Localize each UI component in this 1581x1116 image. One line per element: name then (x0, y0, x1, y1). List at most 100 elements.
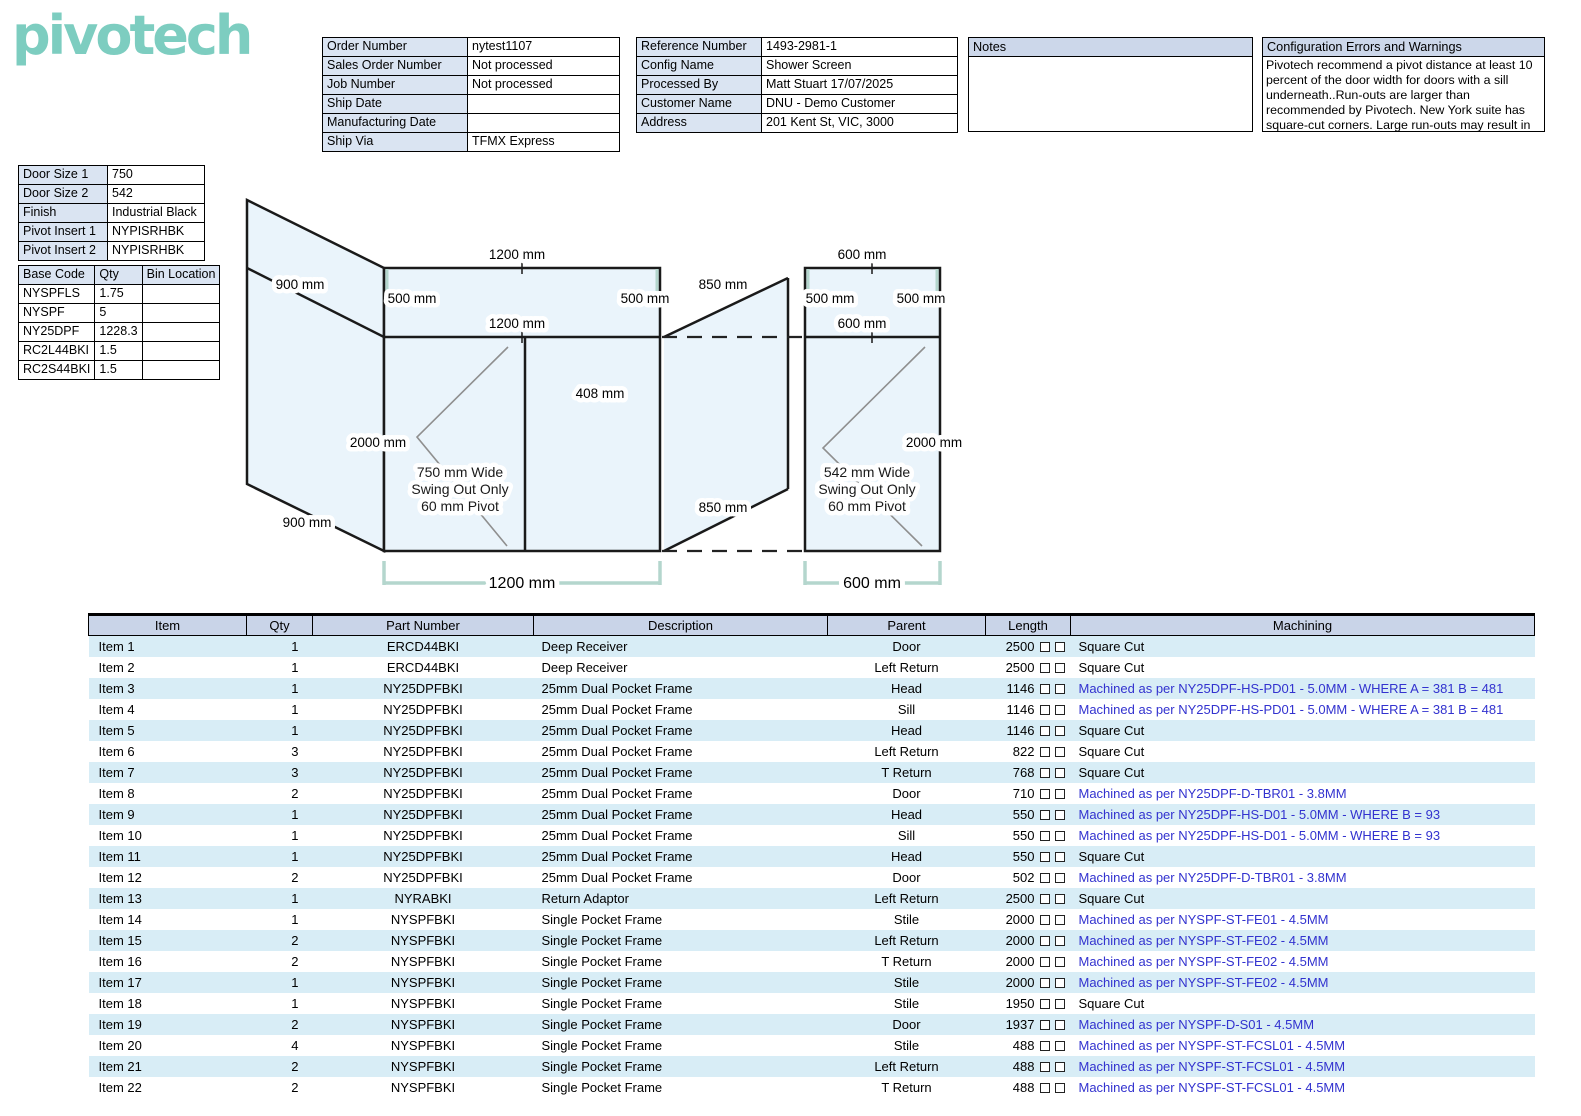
checkbox[interactable] (1039, 768, 1050, 778)
checkbox[interactable] (1039, 894, 1050, 904)
checkbox[interactable] (1039, 642, 1050, 652)
checkbox[interactable] (1054, 663, 1065, 673)
checkbox[interactable] (1054, 852, 1065, 862)
parent-cell: Stile (827, 972, 986, 993)
part-number-cell: NYSPFBKI (312, 1014, 534, 1035)
checkbox[interactable] (1039, 684, 1050, 694)
machining-cell[interactable]: Machined as per NYSPF-ST-FE01 - 4.5MM (1078, 912, 1329, 927)
machining-cell: Square Cut (1078, 996, 1145, 1011)
parent-cell: Head (827, 720, 986, 741)
length-value: 2000 (1005, 933, 1035, 948)
p2-top-width-label: 600 mm (838, 247, 887, 262)
machining-cell[interactable]: Machined as per NYSPF-ST-FCSL01 - 4.5MM (1078, 1080, 1346, 1095)
checkbox[interactable] (1054, 1083, 1065, 1093)
field-value: NYPISRHBK (107, 222, 205, 242)
machining-cell[interactable]: Machined as per NYSPF-ST-FCSL01 - 4.5MM (1078, 1038, 1346, 1053)
checkbox[interactable] (1054, 957, 1065, 967)
checkbox[interactable] (1039, 1041, 1050, 1051)
machining-cell[interactable]: Machined as per NY25DPF-D-TBR01 - 3.8MM (1078, 870, 1347, 885)
item-cell: Item 10 (98, 828, 142, 843)
checkbox[interactable] (1054, 936, 1065, 946)
qty-cell: 1 (246, 635, 313, 657)
door2-swing-mark (821, 346, 926, 547)
parent-cell: T Return (881, 1080, 932, 1095)
item-cell: Item 7 (88, 762, 247, 783)
field-value: 542 (107, 184, 205, 204)
machining-cell[interactable]: Machined as per NYSPF-ST-FE02 - 4.5MM (1070, 972, 1535, 993)
item-cell: Item 4 (98, 702, 135, 717)
field-label: Address (636, 113, 762, 133)
checkbox[interactable] (1054, 642, 1065, 652)
checkbox[interactable] (1054, 789, 1065, 799)
checkbox[interactable] (1054, 1062, 1065, 1072)
p2-transom-width-label: 600 mm (838, 316, 887, 331)
machining-cell[interactable]: Machined as per NY25DPF-HS-D01 - 5.0MM -… (1078, 828, 1441, 843)
item-cell: Item 1 (88, 635, 247, 657)
checkbox[interactable] (1039, 852, 1050, 862)
reference-info-row: Customer Name DNU - Demo Customer (636, 94, 958, 114)
machining-cell: Square Cut (1070, 635, 1535, 657)
checkbox[interactable] (1039, 831, 1050, 841)
checkbox[interactable] (1039, 1020, 1050, 1030)
checkbox[interactable] (1039, 915, 1050, 925)
checkbox[interactable] (1054, 999, 1065, 1009)
checkbox[interactable] (1039, 873, 1050, 883)
machining-cell[interactable]: Machined as per NYSPF-ST-FE02 - 4.5MM (1070, 930, 1535, 951)
checkbox[interactable] (1054, 894, 1065, 904)
parts-row: Item 13 1 NYRABKI Return Adaptor Left Re… (88, 888, 1535, 909)
machining-cell[interactable]: Machined as per NYSPF-ST-FE02 - 4.5MM (1078, 954, 1329, 969)
checkbox[interactable] (1039, 747, 1050, 757)
checkbox[interactable] (1054, 768, 1065, 778)
length-cell: 822 (986, 741, 1071, 762)
p2-bottom-width-label: 600 mm (843, 575, 901, 592)
checkbox[interactable] (1054, 831, 1065, 841)
checkbox[interactable] (1054, 810, 1065, 820)
parts-row: Item 6 3 NY25DPFBKI 25mm Dual Pocket Fra… (89, 741, 1535, 762)
machining-cell[interactable]: Machined as per NYSPF-D-S01 - 4.5MM (1070, 1014, 1535, 1035)
checkbox[interactable] (1039, 978, 1050, 988)
field-label: Processed By (636, 75, 762, 95)
checkbox[interactable] (1054, 915, 1065, 925)
checkbox[interactable] (1054, 705, 1065, 715)
machining-cell[interactable]: Machined as per NY25DPF-D-TBR01 - 3.8MM (1078, 786, 1347, 801)
checkbox[interactable] (1054, 1041, 1065, 1051)
checkbox[interactable] (1039, 726, 1050, 736)
machining-cell[interactable]: Machined as per NY25DPF-HS-D01 - 5.0MM -… (1070, 804, 1535, 825)
length-value: 1146 (1006, 723, 1035, 738)
field-label: Customer Name (636, 94, 762, 114)
field-value: Not processed (467, 75, 620, 95)
machining-cell[interactable]: Machined as per NY25DPF-HS-PD01 - 5.0MM … (1078, 702, 1504, 717)
checkbox[interactable] (1039, 1062, 1050, 1072)
length-value: 2500 (1005, 660, 1035, 675)
checkbox[interactable] (1054, 978, 1065, 988)
checkbox[interactable] (1039, 663, 1050, 673)
description-cell: Return Adaptor (533, 888, 828, 909)
checkbox[interactable] (1039, 999, 1050, 1009)
description-cell: 25mm Dual Pocket Frame (541, 744, 693, 759)
checkbox[interactable] (1039, 1083, 1050, 1093)
checkbox[interactable] (1054, 747, 1065, 757)
length-value: 822 (1012, 744, 1035, 759)
checkbox[interactable] (1039, 936, 1050, 946)
checkbox[interactable] (1054, 1020, 1065, 1030)
checkbox[interactable] (1054, 726, 1065, 736)
description-cell: Deep Receiver (541, 660, 628, 675)
checkbox[interactable] (1054, 684, 1065, 694)
length-value: 502 (1012, 870, 1035, 885)
checkbox[interactable] (1054, 873, 1065, 883)
machining-cell[interactable]: Machined as per NY25DPF-HS-PD01 - 5.0MM … (1070, 678, 1535, 699)
length-cell: 1950 (986, 993, 1071, 1014)
description-cell: 25mm Dual Pocket Frame (541, 702, 693, 717)
checkbox[interactable] (1039, 705, 1050, 715)
length-cell: 2500 (986, 657, 1071, 678)
machining-cell[interactable]: Machined as per NYSPF-ST-FCSL01 - 4.5MM (1070, 1056, 1535, 1077)
bin-location-cell (141, 360, 221, 380)
checkbox[interactable] (1039, 810, 1050, 820)
parent-cell: T Return (881, 954, 932, 969)
parent-cell: Left Return (827, 888, 986, 909)
checkbox[interactable] (1039, 957, 1050, 967)
length-cell: 2000 (985, 972, 1071, 993)
checkbox[interactable] (1039, 789, 1050, 799)
field-label: Job Number (322, 75, 468, 95)
description-cell: Single Pocket Frame (533, 930, 828, 951)
